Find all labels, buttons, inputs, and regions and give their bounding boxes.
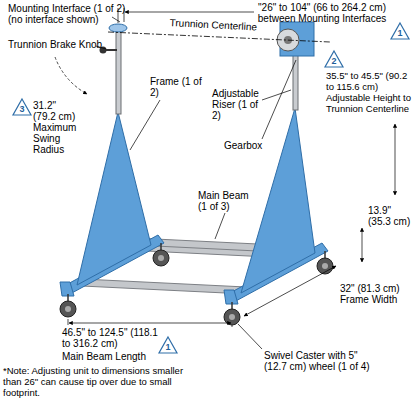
callout-number: 3: [13, 104, 31, 115]
part-label: Swivel Caster with 5" (12.7 cm) wheel (1…: [264, 350, 374, 372]
trunnion-centerline: [108, 32, 330, 42]
mounting-interface: [100, 24, 128, 54]
frame-towers: [77, 108, 315, 293]
dimension-text: Main Beam Length: [62, 351, 162, 362]
part-label: Frame (1 of 2): [150, 76, 202, 98]
dimension-text: 13.9" (35.3 cm): [368, 205, 416, 227]
part-label: Gearbox: [224, 140, 284, 151]
dimension-text: 46.5" to 124.5" (118.1 to 316.2 cm): [62, 327, 158, 349]
callout-number: 1: [159, 342, 177, 353]
gearbox: [277, 22, 314, 56]
dimension-text: 31.2" (79.2 cm) Maximum Swing Radius: [33, 100, 79, 155]
part-label: Main Beam (1 of 3): [198, 190, 254, 212]
dimension-text: 35.5" to 45.5" (90.2 to 115.6 cm) Adjust…: [326, 70, 417, 114]
adjustable-risers: [116, 30, 298, 114]
callout-number: 1: [391, 28, 409, 39]
note-text: *Note: Adjusting unit to dimensions smal…: [3, 365, 203, 398]
callout-number: 2: [325, 56, 343, 67]
dimension-text: 32" (81.3 cm) Frame Width: [340, 283, 412, 305]
part-label: Adjustable Riser (1 of 2): [212, 88, 264, 121]
part-label: Trunnion Brake Knob: [8, 39, 108, 50]
dimension-text: "26" to 104" (66 to 264.2 cm) between Mo…: [256, 2, 388, 24]
part-label: Mounting Interface (1 of 2) (no interfac…: [8, 3, 138, 25]
